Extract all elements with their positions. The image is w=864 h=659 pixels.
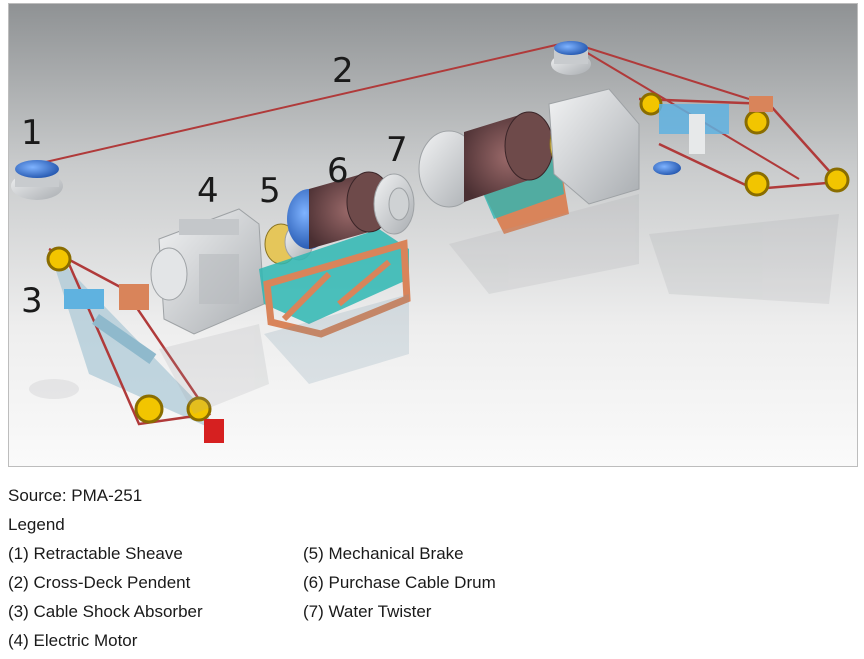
legend-list: (1) Retractable Sheave (2) Cross-Deck Pe…	[8, 539, 858, 659]
callout-1: 1	[21, 113, 43, 153]
callout-7: 7	[386, 130, 408, 170]
legend-item: (6) Purchase Cable Drum	[303, 573, 496, 592]
legend-item: (7) Water Twister	[303, 602, 432, 621]
legend-item: (4) Electric Motor	[8, 631, 138, 650]
floor-reflection	[29, 194, 839, 414]
second-engine-assembly	[418, 88, 640, 234]
source-line: Source: PMA-251	[8, 486, 143, 505]
retractable-sheave-right	[551, 41, 681, 175]
callout-4: 4	[197, 171, 219, 211]
legend-item: (1) Retractable Sheave	[8, 544, 183, 563]
cable-shock-absorber-left	[46, 246, 224, 443]
callout-6: 6	[327, 151, 349, 191]
figure-caption: Source: PMA-251 Legend (1) Retractable S…	[8, 481, 858, 659]
legend-title: Legend	[8, 515, 65, 534]
callout-3: 3	[21, 281, 43, 321]
retractable-sheave-left	[11, 160, 63, 200]
arresting-gear-illustration: 1 2 3 4 5 6 7	[8, 3, 858, 467]
legend-item: (2) Cross-Deck Pendent	[8, 573, 191, 592]
cable-shock-absorber-right	[638, 92, 850, 197]
callout-2: 2	[332, 51, 354, 91]
callout-5: 5	[259, 171, 281, 211]
legend-item: (3) Cable Shock Absorber	[8, 602, 203, 621]
electric-motor	[150, 208, 265, 335]
water-twister	[373, 173, 415, 235]
legend-item: (5) Mechanical Brake	[303, 544, 464, 563]
